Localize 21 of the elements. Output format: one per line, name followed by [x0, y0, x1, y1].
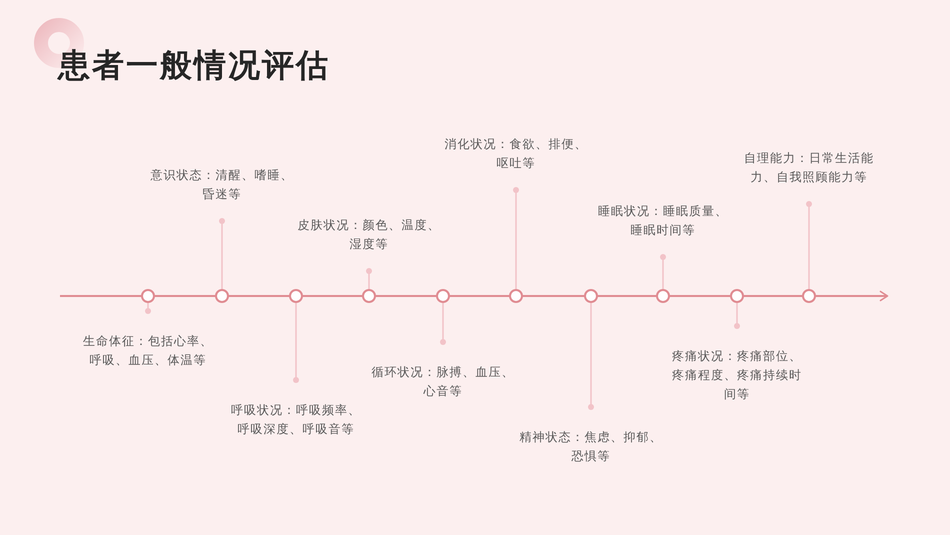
timeline-label: 循环状况：脉搏、血压、心音等 — [370, 364, 516, 400]
leader-line — [366, 268, 372, 289]
timeline-label: 睡眠状况：睡眠质量、睡眠时间等 — [597, 203, 729, 239]
timeline-label: 精神状态：焦虑、抑郁、恐惧等 — [518, 429, 664, 465]
timeline-label: 消化状况：食欲、排便、呕吐等 — [444, 136, 588, 172]
timeline-label: 疼痛状况：疼痛部位、疼痛程度、疼痛持续时间等 — [671, 348, 803, 403]
timeline-label: 生命体征：包括心率、呼吸、血压、体温等 — [82, 333, 214, 369]
leader-line — [293, 303, 299, 383]
leader-line — [440, 303, 446, 345]
timeline-label: 皮肤状况：颜色、温度、湿度等 — [296, 217, 442, 253]
leader-line — [588, 303, 594, 410]
leader-line — [145, 303, 151, 314]
leader-line — [734, 303, 740, 329]
leader-line — [660, 254, 666, 289]
leader-line — [219, 218, 225, 289]
timeline-label: 自理能力：日常生活能力、自我照顾能力等 — [743, 150, 875, 186]
leader-line — [513, 187, 519, 289]
title: 患者一般情况评估 — [58, 46, 330, 85]
leader-line — [806, 201, 812, 289]
timeline-label: 意识状态：清醒、嗜睡、昏迷等 — [150, 167, 294, 203]
timeline-label: 呼吸状况：呼吸频率、呼吸深度、呼吸音等 — [230, 402, 362, 438]
